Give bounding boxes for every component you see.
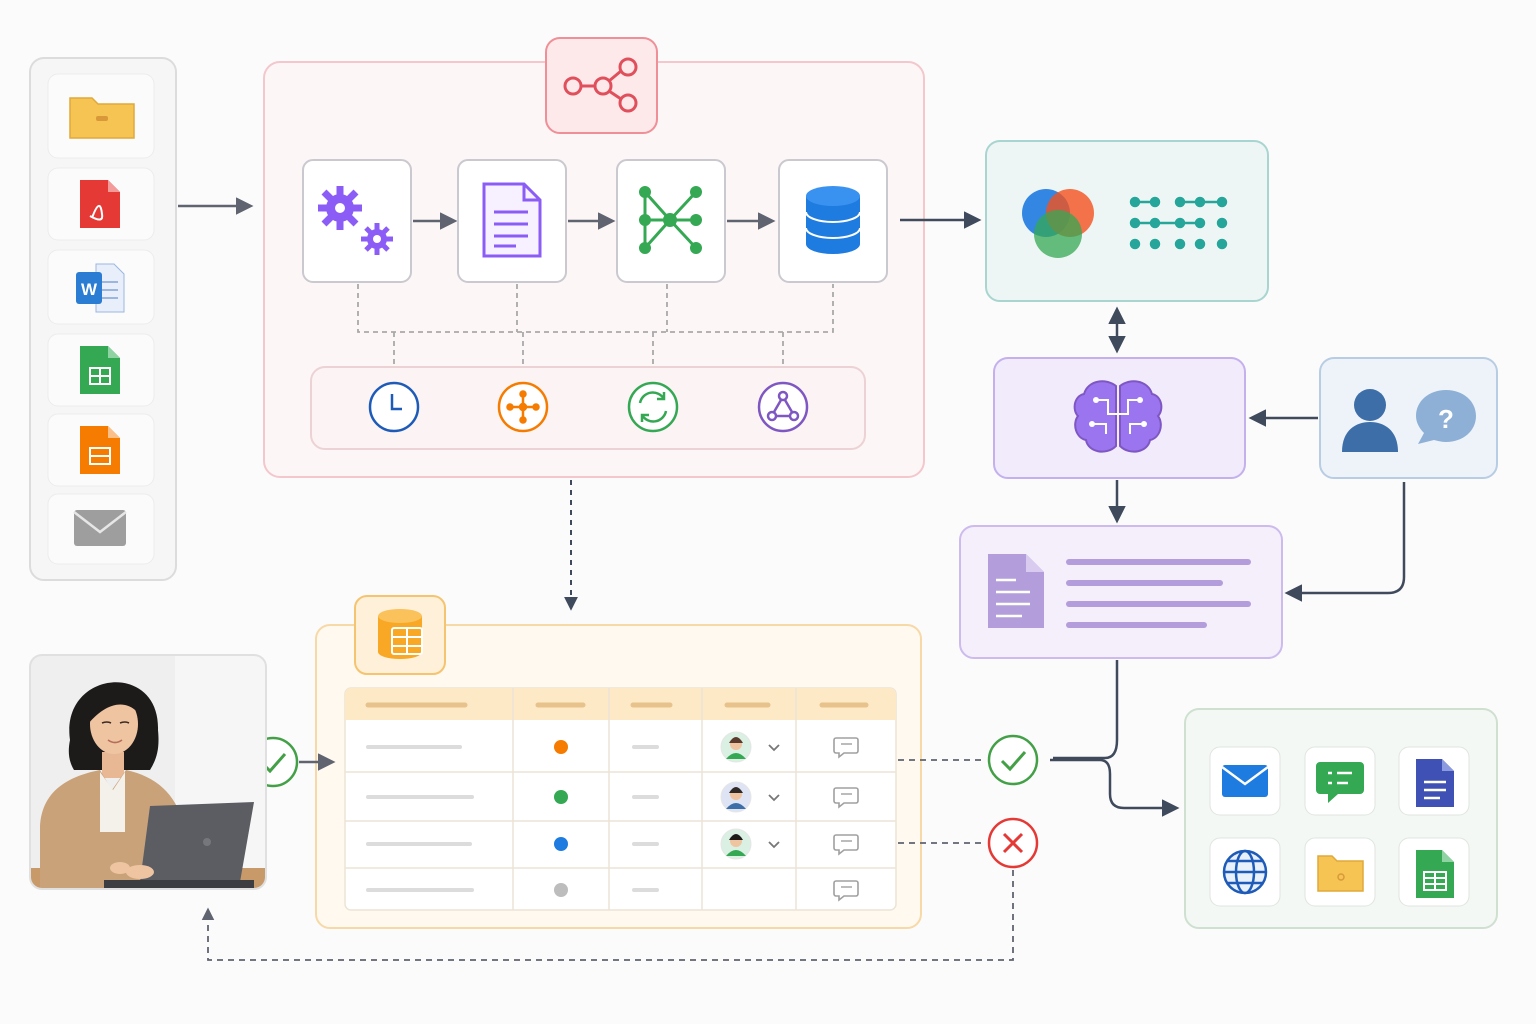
- table-rows: [366, 731, 859, 902]
- pdf-icon: [80, 180, 120, 228]
- graph-network-icon: [639, 186, 702, 254]
- user-icon: [1342, 389, 1398, 452]
- arrow-answer-to-outputs: [1053, 660, 1119, 760]
- workflow-nodes-icon: [563, 57, 638, 113]
- source-mail-tile[interactable]: [47, 493, 155, 565]
- source-pdf-tile[interactable]: [47, 167, 155, 241]
- slides-icon: [80, 426, 120, 474]
- comment-icon[interactable]: [833, 880, 859, 902]
- tool-connectors: [357, 284, 834, 368]
- brain-icon: [1073, 380, 1163, 453]
- user-query-panel[interactable]: ?: [1319, 357, 1498, 479]
- table-badge[interactable]: [354, 595, 446, 675]
- sheets-icon: [1416, 850, 1454, 898]
- llm-panel[interactable]: [993, 357, 1246, 479]
- outputs-panel: [1184, 708, 1498, 929]
- status-dot: [554, 883, 568, 897]
- question-bubble-icon: ?: [1416, 390, 1476, 444]
- chevron-down-icon[interactable]: [768, 744, 780, 752]
- tools-tray: [310, 366, 866, 450]
- webhook-icon[interactable]: [757, 381, 809, 433]
- reviewer-photo: [29, 654, 267, 890]
- sync-icon[interactable]: [627, 381, 679, 433]
- comment-icon[interactable]: [833, 834, 859, 856]
- output-folder-tile[interactable]: [1304, 837, 1376, 907]
- database-icon: [805, 186, 861, 254]
- avatar[interactable]: [720, 828, 752, 860]
- pipeline-panel: [263, 37, 925, 478]
- docs-icon: [1416, 759, 1454, 807]
- status-dot: [554, 837, 568, 851]
- source-slides-tile[interactable]: [47, 413, 155, 487]
- avatar[interactable]: [720, 731, 752, 763]
- source-spreadsheet-tile[interactable]: [47, 333, 155, 407]
- step-graph[interactable]: [616, 159, 726, 283]
- comment-icon[interactable]: [833, 787, 859, 809]
- table-row[interactable]: [366, 781, 859, 813]
- output-web-tile[interactable]: [1209, 837, 1281, 907]
- answer-text-lines: [1066, 559, 1251, 628]
- check-circle-icon: [987, 734, 1039, 786]
- step-database[interactable]: [778, 159, 888, 283]
- clock-icon[interactable]: [368, 381, 420, 433]
- embeddings-panel[interactable]: [985, 140, 1269, 302]
- svg-text:W: W: [81, 280, 98, 299]
- status-dot: [554, 790, 568, 804]
- sources-panel: W: [29, 57, 177, 581]
- reject-x-circle[interactable]: [987, 817, 1039, 869]
- answer-document-icon: [988, 554, 1044, 628]
- table-row[interactable]: [366, 828, 859, 860]
- globe-icon: [1222, 849, 1268, 895]
- arrow-user-to-answer: [1284, 482, 1406, 602]
- step-parsing[interactable]: [457, 159, 567, 283]
- output-chat-tile[interactable]: [1304, 746, 1376, 816]
- review-table: [344, 687, 897, 911]
- folder-icon: [69, 97, 135, 139]
- gears-icon: [318, 186, 393, 255]
- answer-panel[interactable]: [959, 525, 1283, 659]
- word-doc-icon: W: [76, 263, 125, 313]
- approve-check-circle[interactable]: [987, 734, 1039, 786]
- folder-icon: [1317, 855, 1364, 892]
- document-icon: [482, 182, 542, 258]
- output-sheets-tile[interactable]: [1398, 837, 1470, 907]
- arrow-approved-to-outputs: [1050, 758, 1180, 817]
- dashed-reject-to-reviewer: [201, 870, 1014, 961]
- chat-icon: [1316, 762, 1364, 803]
- chevron-down-icon[interactable]: [768, 841, 780, 849]
- table-database-icon: [378, 609, 423, 659]
- spreadsheet-icon: [80, 346, 120, 394]
- source-folder-tile[interactable]: [47, 73, 155, 159]
- output-email-tile[interactable]: [1209, 746, 1281, 816]
- comment-icon[interactable]: [833, 737, 859, 759]
- table-row[interactable]: [366, 731, 859, 763]
- review-panel: [315, 595, 922, 929]
- hub-icon[interactable]: [497, 381, 549, 433]
- avatar[interactable]: [720, 781, 752, 813]
- output-docs-tile[interactable]: [1398, 746, 1470, 816]
- table-row[interactable]: [366, 880, 859, 902]
- color-blend-icon: [1022, 189, 1094, 258]
- vector-dots-icon: [1129, 196, 1228, 250]
- source-word-tile[interactable]: W: [47, 249, 155, 325]
- mail-icon: [73, 510, 127, 546]
- chevron-down-icon[interactable]: [768, 794, 780, 802]
- step-processing[interactable]: [302, 159, 412, 283]
- email-icon: [1221, 765, 1269, 797]
- workflow-badge[interactable]: [545, 37, 658, 134]
- svg-text:?: ?: [1438, 404, 1454, 434]
- status-dot: [554, 740, 568, 754]
